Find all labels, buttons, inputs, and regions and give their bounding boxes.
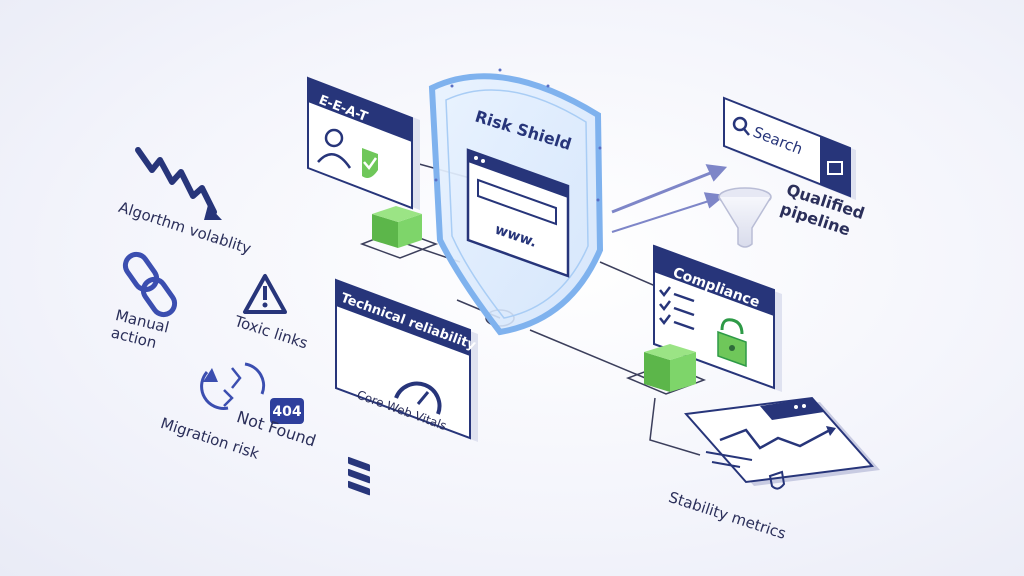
eeat-base-cube	[359, 206, 439, 259]
search-icon	[732, 116, 750, 136]
broken-link-icon	[122, 251, 178, 318]
connector-compliance-stability	[649, 397, 701, 456]
arrow-line-lower	[611, 199, 713, 233]
compliance-base-cube	[625, 344, 707, 395]
arrows-to-pipeline	[611, 164, 728, 233]
shield-dots	[434, 68, 602, 202]
migration-arrows-icon	[200, 362, 266, 410]
metrics-line-chart	[719, 428, 831, 450]
gauge-icon	[394, 381, 442, 415]
search-button	[820, 136, 850, 196]
server-icon	[348, 456, 370, 496]
small-shield-icon	[768, 470, 786, 490]
volatility-icon	[135, 147, 222, 220]
eeat-card: E-E-A-T	[307, 76, 420, 210]
connector-shield-compliance	[599, 261, 661, 289]
verified-shield-icon	[362, 148, 378, 178]
arrow-line-upper	[611, 168, 719, 214]
connector-shield-compliance-base	[529, 329, 651, 381]
404-badge: 404	[270, 398, 304, 424]
search-bar[interactable]: Search	[723, 96, 856, 200]
padlock-icon	[717, 318, 747, 368]
404-code: 404	[272, 404, 301, 420]
technical-card: Technical reliability Core Web Vitals	[335, 278, 478, 496]
browser-window: www.	[466, 148, 570, 278]
arrow-head-lower	[703, 192, 726, 209]
person-icon	[317, 128, 352, 169]
stability-dashboard	[684, 396, 880, 490]
funnel-icon	[718, 187, 772, 248]
arrow-head-upper	[705, 164, 728, 182]
warning-triangle-icon	[243, 274, 287, 314]
checklist-icon	[659, 286, 695, 331]
